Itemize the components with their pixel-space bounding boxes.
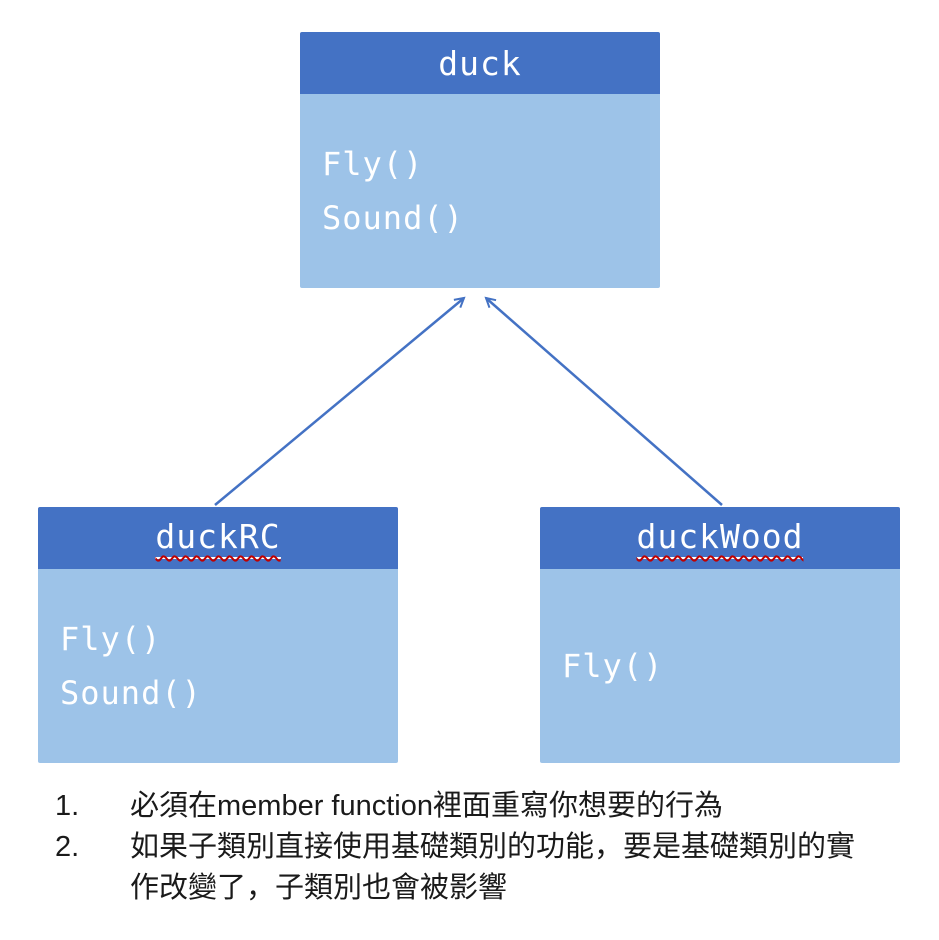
class-title-duckwood: duckWood <box>636 517 804 559</box>
class-title-duck: duck <box>438 43 522 83</box>
class-box-duckwood: duckWood Fly() <box>540 507 900 763</box>
note-number: 1. <box>55 790 80 822</box>
member-fly: Fly() <box>322 145 424 183</box>
inheritance-arrow-duckwood <box>484 296 723 506</box>
class-title-duckrc: duckRC <box>155 517 281 559</box>
class-body-duckwood: Fly() <box>540 569 900 763</box>
list-item: 2. 如果子類別直接使用基礎類別的功能，要是基礎類別的實作改變了，子類別也會被影… <box>55 827 905 909</box>
member-fly: Fly() <box>562 647 664 685</box>
note-text: 必須在member function裡面重寫你想要的行為 <box>130 790 723 822</box>
note-number: 2. <box>55 831 80 864</box>
class-header-duck: duck <box>300 32 660 94</box>
class-box-duckrc: duckRC Fly() Sound() <box>38 507 398 763</box>
class-header-duckwood: duckWood <box>540 507 900 569</box>
class-body-duck: Fly() Sound() <box>300 94 660 288</box>
class-body-duckrc: Fly() Sound() <box>38 569 398 763</box>
inheritance-arrow-duckrc <box>214 296 466 506</box>
notes-list: 1. 必須在member function裡面重寫你想要的行為 2. 如果子類別… <box>55 786 905 910</box>
member-sound: Sound() <box>60 674 202 712</box>
member-fly: Fly() <box>60 620 162 658</box>
member-sound: Sound() <box>322 199 464 237</box>
note-text: 如果子類別直接使用基礎類別的功能，要是基礎類別的實作改變了，子類別也會被影響 <box>130 831 856 905</box>
list-item: 1. 必須在member function裡面重寫你想要的行為 <box>55 786 905 827</box>
class-header-duckrc: duckRC <box>38 507 398 569</box>
class-box-duck: duck Fly() Sound() <box>300 32 660 288</box>
